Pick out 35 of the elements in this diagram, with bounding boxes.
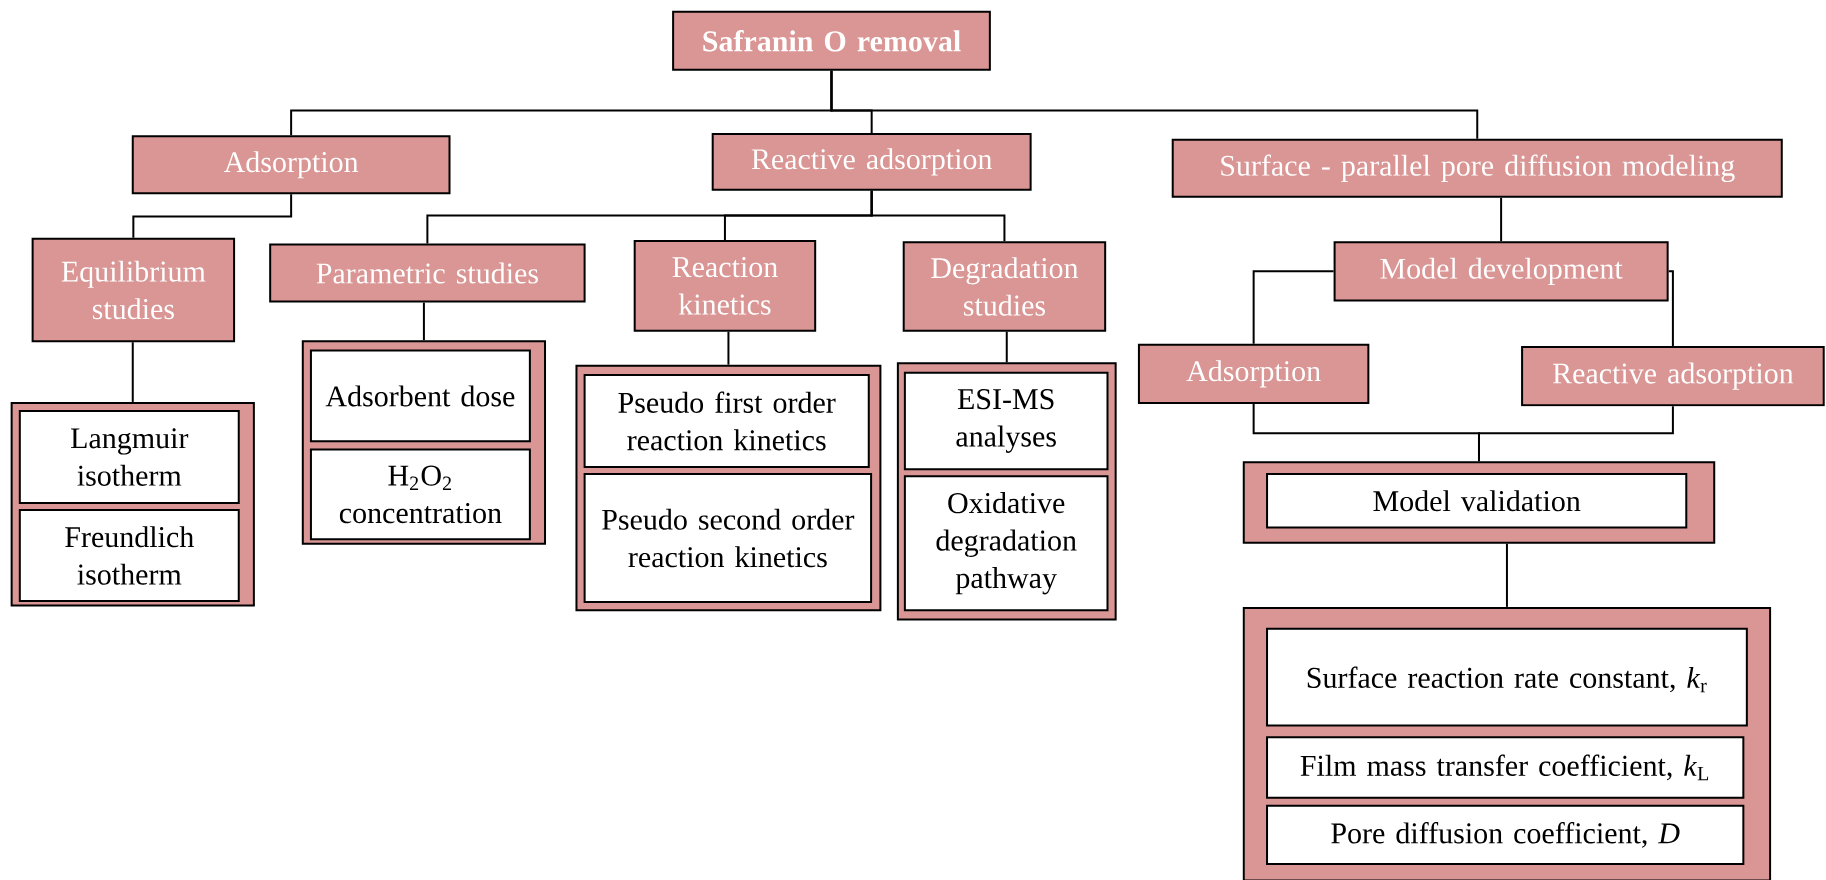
item-box: Model validation — [1266, 472, 1688, 529]
connector — [1252, 270, 1335, 345]
item-box: Pseudo second order reaction kinetics — [583, 472, 873, 604]
item-box: Adsorbent dose — [309, 349, 531, 443]
category-box: Reactive adsorption — [1521, 346, 1825, 407]
category-box: Surface - parallel pore diffusion modeling — [1171, 138, 1783, 198]
item-box: ESI-MS analyses — [903, 371, 1109, 471]
connector — [422, 301, 425, 342]
item-box: Pore diffusion coefficient, D — [1266, 804, 1745, 866]
item-box: H$_{2}$O$_{2}$ concentration — [309, 448, 531, 541]
root-box: Safranin O removal — [672, 10, 991, 71]
category-box: Model development — [1333, 241, 1669, 302]
connector — [1667, 270, 1674, 348]
category-box: Degradation studies — [902, 241, 1107, 332]
category-box: Adsorption — [1137, 343, 1370, 404]
connector — [132, 193, 293, 239]
connector — [830, 69, 1479, 140]
connector — [1505, 542, 1508, 608]
category-box: Adsorption — [131, 135, 451, 195]
item-box: Langmuir isotherm — [18, 410, 240, 505]
connector — [1005, 330, 1008, 364]
connector — [131, 341, 134, 403]
item-box: Surface reaction rate constant, k$_{r}$ — [1266, 627, 1748, 727]
item-box: Oxidative degradation pathway — [903, 475, 1109, 612]
item-box: Pseudo first order reaction kinetics — [583, 373, 870, 468]
category-box: Reaction kinetics — [633, 240, 817, 332]
category-box: Equilibrium studies — [31, 237, 236, 343]
category-box: Reactive adsorption — [711, 132, 1032, 191]
connector — [727, 330, 730, 366]
connector — [1478, 405, 1674, 463]
connector — [1500, 196, 1503, 243]
connector — [870, 189, 1006, 243]
category-box: Parametric studies — [269, 243, 586, 303]
item-box: Film mass transfer coefficient, k$_{L}$ — [1266, 736, 1745, 799]
item-box: Freundlich isotherm — [18, 509, 240, 602]
